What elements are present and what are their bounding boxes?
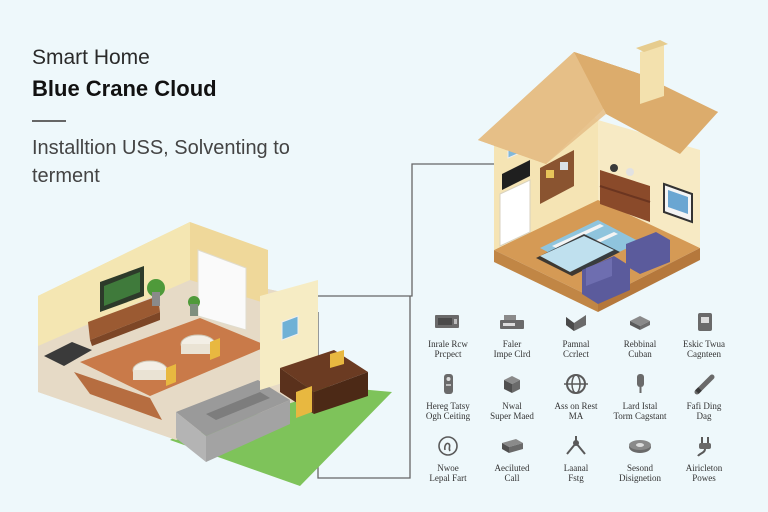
house <box>478 40 718 312</box>
device-item[interactable]: Fafi Ding Dag <box>672 370 736 432</box>
lamp-icon <box>620 370 660 398</box>
device-label: Lard Istal Torm Cagstant <box>613 401 667 421</box>
puck-icon <box>620 432 660 460</box>
bracket-icon <box>556 308 596 336</box>
device-icon-grid: Inrale Rcw Prcpect Faler Impe Clrd Pamna… <box>416 308 736 498</box>
device-item[interactable]: Rebbinal Cuban <box>608 308 672 370</box>
device-label: Fafi Ding Dag <box>686 401 722 421</box>
device-label: Eskic Twua Cagnteen <box>683 339 725 359</box>
router-icon <box>492 308 532 336</box>
device-label: Pamnal Ccrlect <box>562 339 590 359</box>
device-item[interactable]: Nwal Super Maed <box>480 370 544 432</box>
tripod-icon <box>556 432 596 460</box>
device-item[interactable]: Ass on Rest MA <box>544 370 608 432</box>
device-label: Airicleton Powes <box>685 463 723 483</box>
device-label: Hereg Tatsy Ogh Ceiting <box>425 401 471 421</box>
globe-icon <box>556 370 596 398</box>
device-item[interactable]: Nwoe Lepal Fart <box>416 432 480 494</box>
device-item[interactable]: Inrale Rcw Prcpect <box>416 308 480 370</box>
cube-icon <box>492 370 532 398</box>
device-label: Faler Impe Clrd <box>493 339 531 359</box>
device-item[interactable]: Airicleton Powes <box>672 432 736 494</box>
page-title: Blue Crane Cloud <box>32 76 217 101</box>
device-item[interactable]: Aeciluted Call <box>480 432 544 494</box>
device-label: Rebbinal Cuban <box>623 339 657 359</box>
device-label: Nwal Super Maed <box>490 401 534 421</box>
living-room <box>38 222 392 486</box>
divider <box>32 120 66 122</box>
header: Smart Home Blue Crane Cloud Installtion … <box>32 44 352 190</box>
remote-icon <box>428 370 468 398</box>
plug-icon <box>684 432 724 460</box>
fingerprint-icon <box>428 432 468 460</box>
device-item[interactable]: Faler Impe Clrd <box>480 308 544 370</box>
device-label: Laanal Fstg <box>563 463 589 483</box>
device-label: Ass on Rest MA <box>554 401 598 421</box>
stylus-icon <box>684 370 724 398</box>
subtitle: Smart Home <box>32 46 150 69</box>
book-icon <box>492 432 532 460</box>
device-item[interactable]: Pamnal Ccrlect <box>544 308 608 370</box>
device-label: Aeciluted Call <box>494 463 530 483</box>
device-label: Inrale Rcw Prcpect <box>428 339 468 359</box>
tv-icon <box>428 308 468 336</box>
device-item[interactable]: Sesond Disignetion <box>608 432 672 494</box>
device-item[interactable]: Laanal Fstg <box>544 432 608 494</box>
box-icon <box>620 308 660 336</box>
device-label: Sesond Disignetion <box>619 463 661 483</box>
tagline: Installtion USS, Solventing to terment <box>32 137 290 187</box>
sensor-icon <box>684 308 724 336</box>
device-item[interactable]: Hereg Tatsy Ogh Ceiting <box>416 370 480 432</box>
device-label: Nwoe Lepal Fart <box>429 463 467 483</box>
device-item[interactable]: Eskic Twua Cagnteen <box>672 308 736 370</box>
device-item[interactable]: Lard Istal Torm Cagstant <box>608 370 672 432</box>
